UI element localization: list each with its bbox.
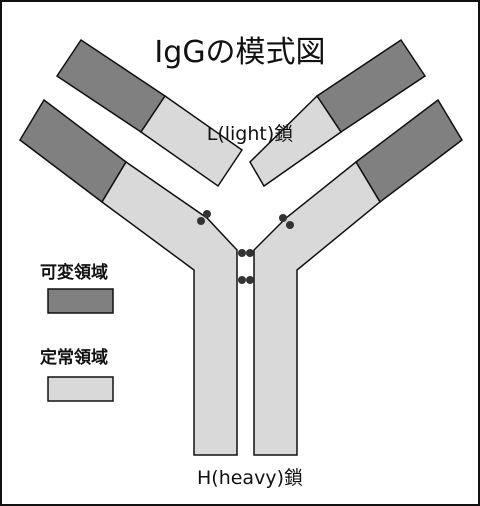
left-heavy-chain bbox=[19, 98, 238, 456]
right-heavy-constant-region bbox=[253, 160, 381, 456]
heavy-chain-label: H(heavy)鎖 bbox=[197, 467, 303, 489]
disulfide-bond bbox=[203, 210, 211, 218]
left-light-chain bbox=[55, 38, 244, 188]
diagram-title: IgGの模式図 bbox=[154, 35, 325, 70]
disulfide-bonds bbox=[197, 210, 294, 284]
left-heavy-constant-region bbox=[101, 160, 238, 456]
legend-constant-swatch bbox=[47, 376, 114, 402]
disulfide-bond bbox=[246, 249, 254, 257]
left-light-constant-region bbox=[139, 94, 244, 188]
legend-constant-label: 定常領域 bbox=[40, 347, 108, 368]
disulfide-bond bbox=[286, 221, 294, 229]
right-light-variable-region bbox=[315, 38, 427, 134]
right-light-chain bbox=[249, 38, 427, 188]
disulfide-bond bbox=[246, 276, 254, 284]
light-chain-label: L(light)鎖 bbox=[207, 123, 294, 145]
left-light-variable-region bbox=[55, 38, 167, 134]
disulfide-bond bbox=[197, 217, 205, 225]
disulfide-bond bbox=[238, 276, 246, 284]
legend: 可変領域 定常領域 bbox=[40, 262, 114, 402]
disulfide-bond bbox=[238, 249, 246, 257]
disulfide-bond bbox=[279, 214, 287, 222]
left-heavy-variable-region bbox=[19, 98, 127, 204]
right-light-constant-region bbox=[249, 94, 343, 188]
right-heavy-chain bbox=[253, 98, 463, 456]
legend-variable-swatch bbox=[47, 288, 114, 314]
right-heavy-variable-region bbox=[355, 98, 463, 204]
legend-variable-label: 可変領域 bbox=[40, 262, 108, 283]
